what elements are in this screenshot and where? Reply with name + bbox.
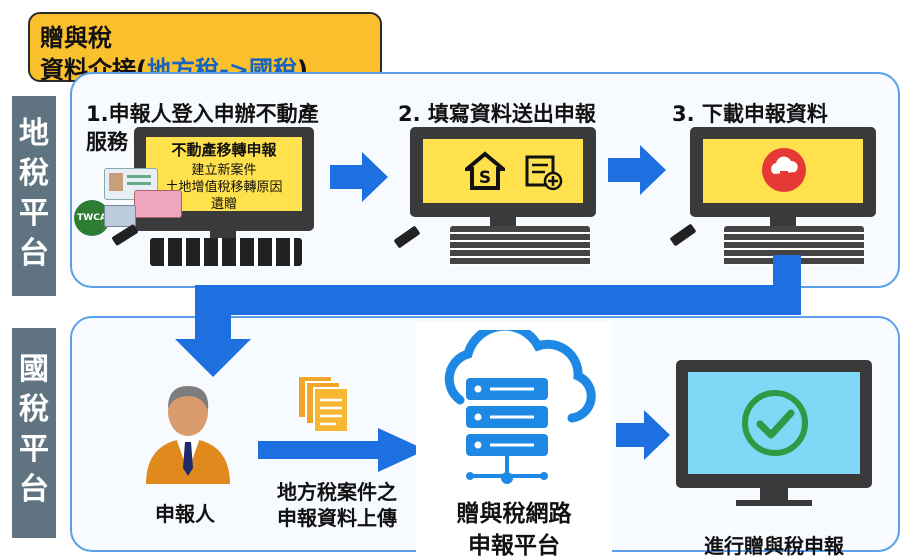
final-base [736, 500, 812, 506]
step1-label-cont: 服務 [86, 130, 128, 154]
title-line-1: 贈與稅 [40, 24, 112, 52]
step2-label: 2. 填寫資料送出申報 [398, 102, 596, 126]
upload-label-line1: 地方稅案件之 [277, 480, 397, 504]
step1-label: 1.申報人登入申辦不動產 [86, 102, 319, 126]
server-label-line2: 申報平台 [468, 533, 560, 559]
upload-label-line2: 申報資料上傳 [277, 506, 397, 530]
check-icon [742, 390, 808, 456]
arrow-step2-to-step3 [608, 145, 666, 195]
step3-screen [703, 139, 863, 203]
step2-keyboard [450, 226, 590, 266]
step3-stand [770, 217, 796, 227]
arrow-to-final [616, 410, 670, 460]
arrow-upload [258, 428, 426, 472]
step2-stand [490, 217, 516, 227]
screen-line-1: 不動產移轉申報 [171, 141, 277, 159]
final-monitor [676, 360, 872, 488]
documents-icon [297, 375, 349, 433]
natural-person-card-icon [104, 205, 136, 227]
screen-line-3: 土地增值稅移轉原因 [165, 180, 283, 195]
final-stand [760, 488, 788, 500]
svg-text:S: S [479, 168, 491, 188]
national-tax-side-tab: 國 稅 平 台 [12, 328, 56, 538]
step1-stand [210, 231, 236, 239]
step2-monitor: S [410, 127, 596, 217]
house-s-icon: S [465, 151, 505, 190]
user-icon [146, 386, 230, 484]
final-label: 進行贈與稅申報 [704, 534, 844, 558]
step3-monitor [690, 127, 876, 217]
cloud-server-icon [444, 330, 596, 484]
local-tax-side-tab: 地 稅 平 台 [12, 96, 56, 296]
health-card-icon [134, 190, 182, 218]
step3-label: 3. 下載申報資料 [672, 102, 828, 126]
cloud-download-icon [762, 148, 806, 192]
step2-screen: S [423, 139, 583, 203]
server-label-line1: 贈與稅網路 [456, 501, 572, 527]
user-label: 申報人 [155, 502, 215, 526]
screen-line-2: 建立新案件 [191, 163, 257, 178]
final-screen [688, 372, 860, 474]
arrow-local-to-national [175, 255, 801, 377]
step1-keyboard [150, 238, 302, 266]
arrow-step1-to-step2 [330, 152, 388, 202]
screen-line-4: 遺贈 [210, 197, 237, 212]
form-add-icon [525, 155, 563, 191]
